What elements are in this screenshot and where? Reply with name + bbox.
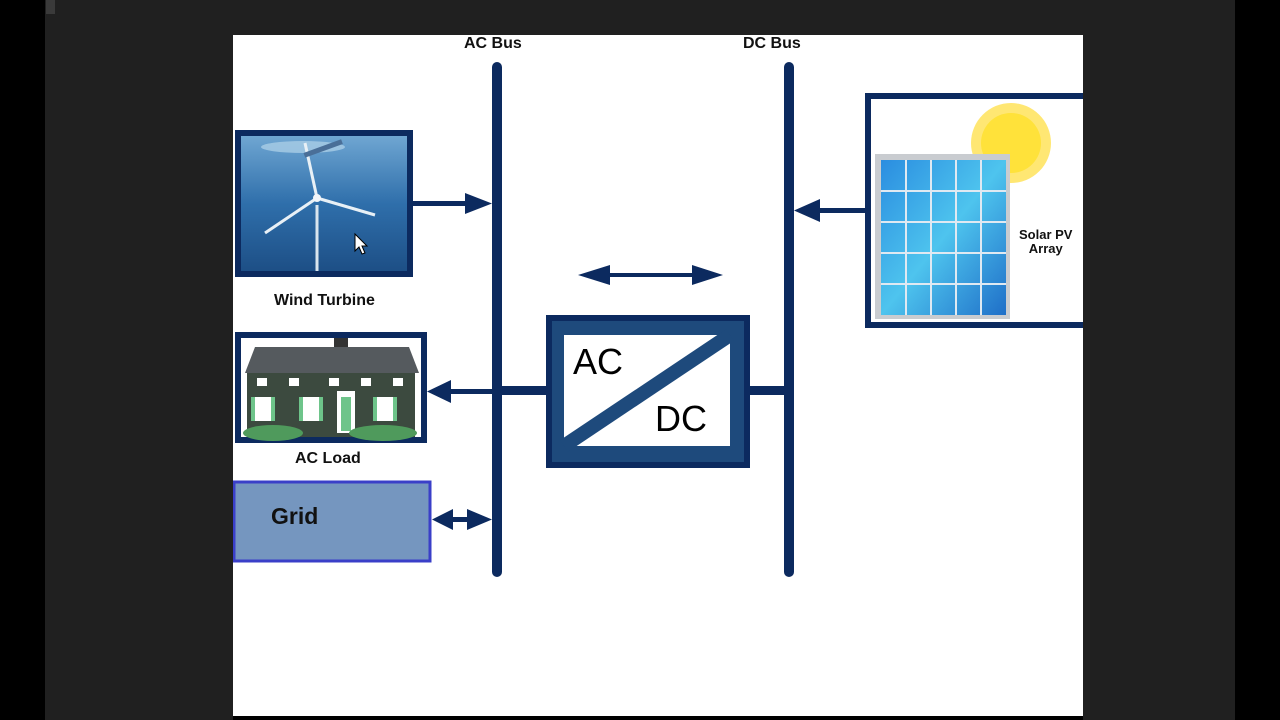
ac-to-load-arrow xyxy=(427,380,492,403)
grid-box xyxy=(233,480,432,563)
converter-to-dc-bus-line xyxy=(749,386,789,395)
wind-to-ac-arrow xyxy=(413,193,492,214)
wind-turbine-image xyxy=(235,130,413,277)
dc-bus-label: DC Bus xyxy=(743,35,801,52)
left-margin-bar xyxy=(45,0,233,720)
ac-bus-to-converter-line xyxy=(497,386,549,395)
grid-bidirectional-arrow xyxy=(432,509,492,530)
ac-bus-label: AC Bus xyxy=(464,35,522,52)
ac-bus-line xyxy=(492,62,502,577)
ac-load-label: AC Load xyxy=(295,450,361,467)
mouse-cursor-icon xyxy=(354,232,369,255)
converter-ac-text: AC xyxy=(573,341,624,382)
converter-bidirectional-arrow xyxy=(578,265,723,285)
grid-label: Grid xyxy=(271,503,319,529)
right-margin-bar xyxy=(1083,0,1235,720)
diagram-slide: AC Bus DC Bus Wind Turbine AC Load Grid … xyxy=(233,35,1083,716)
dc-bus-line xyxy=(784,62,794,577)
solar-pv-array-image xyxy=(865,93,1083,328)
solar-pv-label-line1: Solar PV xyxy=(1019,227,1073,242)
window-top-bar xyxy=(45,0,1235,35)
corner-marker xyxy=(46,0,55,14)
solar-pv-label: Solar PV Array xyxy=(1019,228,1072,256)
wind-turbine-label: Wind Turbine xyxy=(274,292,375,309)
converter-dc-text: DC xyxy=(655,398,707,439)
hybrid-system-diagram xyxy=(233,62,1083,577)
ac-dc-converter xyxy=(546,315,750,468)
ac-load-house-image xyxy=(235,332,427,443)
solar-to-dc-arrow xyxy=(794,199,865,222)
solar-pv-label-line2: Array xyxy=(1028,241,1063,256)
